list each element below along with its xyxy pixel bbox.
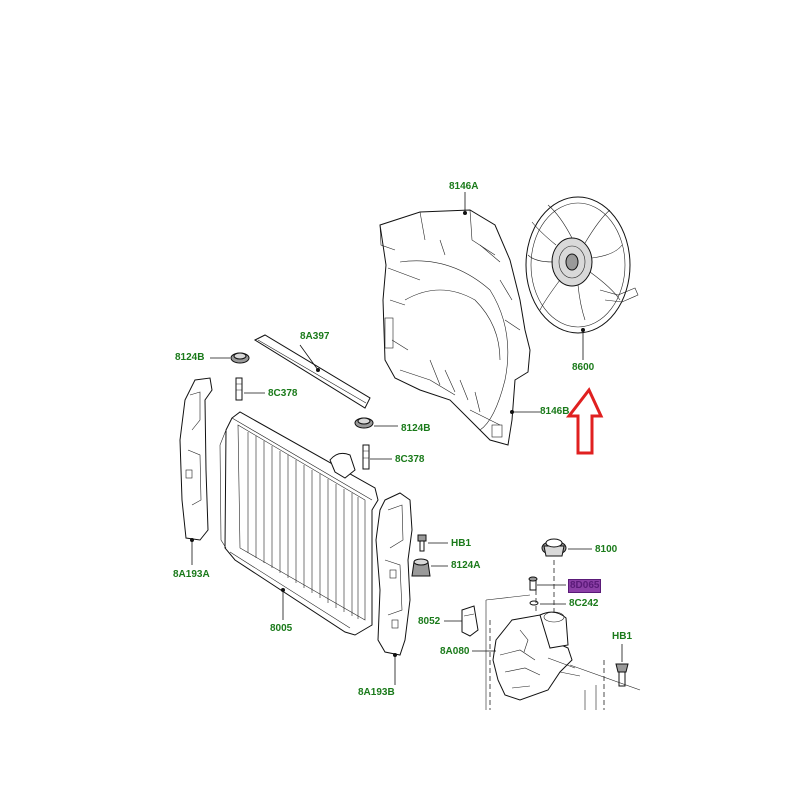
label-8146a[interactable]: 8146A — [449, 181, 479, 192]
level-sensor[interactable] — [528, 576, 566, 606]
label-8a193b[interactable]: 8A193B — [358, 687, 395, 698]
label-8d065-highlighted[interactable]: 8D065 — [568, 579, 602, 593]
mount-8124a[interactable] — [411, 558, 448, 577]
label-8124a[interactable]: 8124A — [451, 560, 481, 571]
bracket-8052[interactable] — [444, 605, 479, 637]
mount-8124b-mid[interactable] — [354, 417, 398, 429]
label-8600[interactable]: 8600 — [572, 362, 595, 373]
label-8124b-mid[interactable]: 8124B — [401, 423, 431, 434]
label-8a397[interactable]: 8A397 — [300, 331, 330, 342]
label-8100[interactable]: 8100 — [595, 544, 618, 555]
pressure-cap[interactable] — [541, 538, 592, 557]
cooling-fan[interactable] — [525, 196, 639, 360]
label-hb1-top[interactable]: HB1 — [451, 538, 472, 549]
label-hb1-right[interactable]: HB1 — [612, 631, 633, 642]
label-8a193a[interactable]: 8A193A — [173, 569, 210, 580]
bracket-8a193b[interactable] — [375, 492, 413, 685]
expansion-tank[interactable] — [472, 611, 581, 701]
pin-8c378-top[interactable] — [235, 377, 265, 401]
label-8005[interactable]: 8005 — [270, 623, 293, 634]
assembly-guide-lines — [489, 560, 605, 710]
label-8c378-mid[interactable]: 8C378 — [395, 454, 425, 465]
label-8a080[interactable]: 8A080 — [440, 646, 470, 657]
bolt-hb1-top[interactable] — [417, 534, 448, 552]
label-8c378-top[interactable]: 8C378 — [268, 388, 298, 399]
mount-8124b-top[interactable] — [210, 352, 250, 364]
radiator[interactable] — [219, 411, 379, 636]
label-8052[interactable]: 8052 — [418, 616, 441, 627]
frame-lines — [485, 594, 641, 710]
label-8146b[interactable]: 8146B — [540, 406, 570, 417]
label-8124b-top[interactable]: 8124B — [175, 352, 205, 363]
red-arrow-up-icon — [565, 387, 604, 455]
seal-strip[interactable] — [253, 334, 371, 409]
fan-shroud[interactable] — [379, 192, 540, 446]
bolt-hb1-right[interactable] — [615, 644, 629, 687]
bracket-8a193a[interactable] — [179, 377, 213, 565]
pin-8c378-mid[interactable] — [362, 444, 392, 470]
label-8c242[interactable]: 8C242 — [569, 598, 599, 609]
